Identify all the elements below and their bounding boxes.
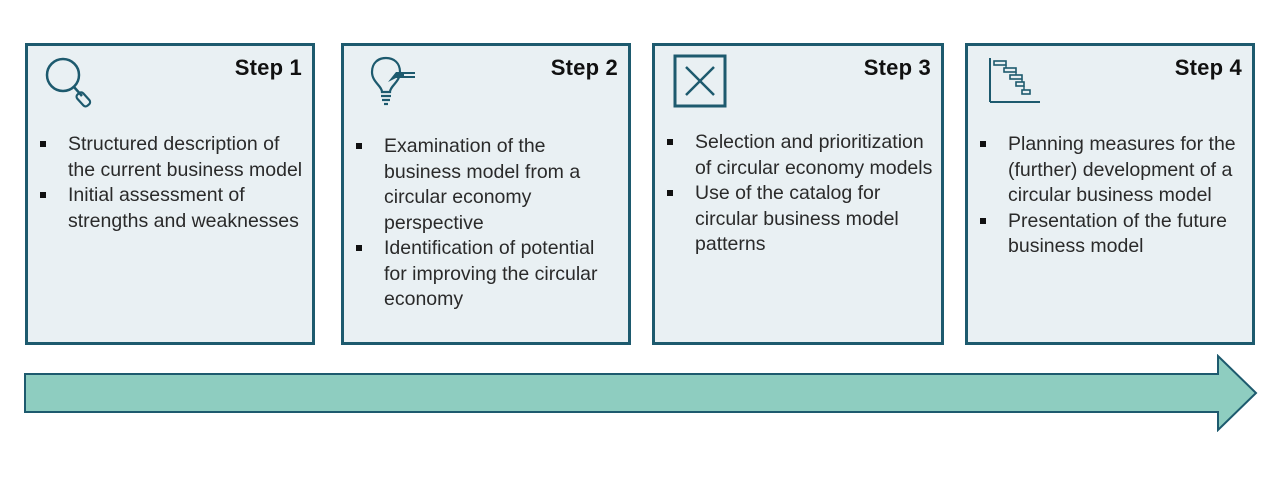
step-title: Step 4 — [1174, 55, 1242, 80]
list-item: Structured description of the current bu… — [40, 132, 306, 183]
step-box-4: Step 4 Planning measures for the (furthe… — [965, 43, 1255, 345]
list-item: Selection and prioritization of circular… — [667, 130, 935, 181]
list-item: Identification of potential for improvin… — [356, 236, 622, 313]
step-box-1: Step 1 Structured description of the cur… — [25, 43, 315, 345]
list-item: Initial assessment of strengths and weak… — [40, 183, 306, 234]
bullet-list: Planning measures for the (further) deve… — [980, 132, 1246, 260]
step-title: Step 2 — [550, 55, 618, 80]
bullet-list: Structured description of the current bu… — [40, 132, 306, 234]
bullet-list: Examination of the business model from a… — [356, 134, 622, 313]
bullet-list: Selection and prioritization of circular… — [667, 130, 935, 258]
list-item: Presentation of the future business mode… — [980, 209, 1246, 260]
x-box-icon — [673, 54, 727, 108]
gantt-chart-icon — [989, 58, 1040, 103]
step-box-2: Step 2 Examination of the business model… — [341, 43, 631, 345]
lightbulb-icon — [370, 56, 415, 106]
list-item: Examination of the business model from a… — [356, 134, 622, 236]
magnifier-icon — [45, 57, 92, 108]
progress-arrow — [24, 354, 1258, 432]
list-item: Planning measures for the (further) deve… — [980, 132, 1246, 209]
list-item: Use of the catalog for circular business… — [667, 181, 935, 258]
step-box-3: Step 3 Selection and prioritization of c… — [652, 43, 944, 345]
step-title: Step 1 — [234, 55, 302, 80]
step-title: Step 3 — [863, 55, 931, 80]
